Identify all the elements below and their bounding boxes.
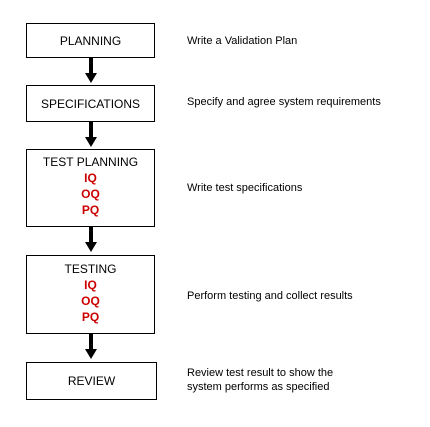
step-description-test-planning: Write test specifications — [187, 181, 302, 195]
step-description-testing: Perform testing and collect results — [187, 289, 353, 303]
flow-arrow-down-icon — [85, 227, 97, 252]
qualification-pq: PQ — [81, 310, 100, 324]
step-description-review: Review test result to show the system pe… — [187, 366, 333, 394]
qualification-oq: OQ — [81, 187, 100, 201]
qualification-pq: PQ — [81, 203, 100, 217]
step-description-planning: Write a Validation Plan — [187, 34, 297, 48]
qualification-iq: IQ — [84, 278, 97, 292]
step-description-specifications: Specify and agree system requirements — [187, 95, 381, 109]
description-line: Specify and agree system requirements — [187, 96, 381, 108]
step-box-specifications: SPECIFICATIONS — [26, 85, 155, 122]
step-box-test-planning: TEST PLANNING IQ OQ PQ — [26, 149, 155, 227]
step-title-testing: TESTING — [64, 262, 117, 276]
flow-arrow-down-icon — [85, 58, 97, 83]
step-box-testing: TESTING IQ OQ PQ — [26, 255, 155, 334]
step-title-planning: PLANNING — [59, 34, 122, 48]
description-line: Perform testing and collect results — [187, 290, 353, 302]
flow-arrow-down-icon — [85, 122, 97, 147]
qualification-oq: OQ — [81, 294, 100, 308]
qualification-iq: IQ — [84, 171, 97, 185]
step-box-review: REVIEW — [26, 362, 157, 400]
step-title-test-planning: TEST PLANNING — [42, 155, 139, 169]
description-line: system performs as specified — [187, 381, 330, 393]
description-line: Review test result to show the — [187, 367, 334, 379]
step-title-review: REVIEW — [67, 374, 116, 388]
description-line: Write a Validation Plan — [187, 35, 298, 47]
flow-arrow-down-icon — [85, 334, 97, 359]
description-line: Write test specifications — [187, 182, 303, 194]
step-box-planning: PLANNING — [26, 23, 155, 58]
step-title-specifications: SPECIFICATIONS — [40, 97, 141, 111]
